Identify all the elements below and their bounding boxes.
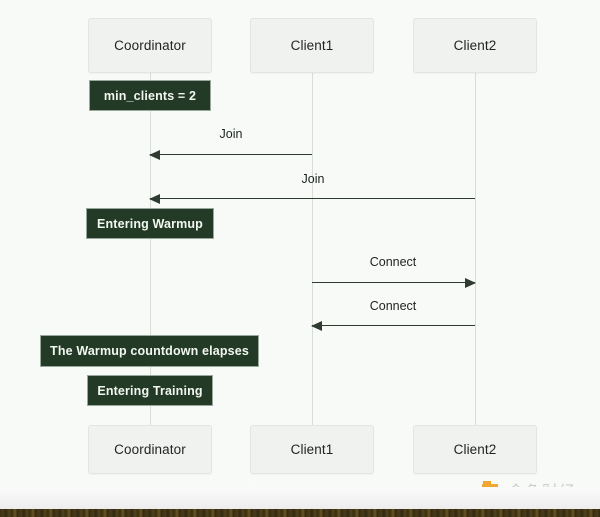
message-text: Join (219, 127, 243, 141)
participant-label: Client1 (290, 442, 334, 457)
participant-header-client2[interactable]: Client2 (413, 18, 537, 73)
message-text: Connect (369, 255, 417, 269)
message-arrow-join-client1 (149, 149, 312, 160)
message-label-join-client1: Join (220, 127, 243, 141)
participant-label: Client1 (290, 38, 334, 53)
participant-footer-client2[interactable]: Client2 (413, 425, 537, 474)
participant-label: Client2 (453, 38, 497, 53)
participant-footer-coordinator[interactable]: Coordinator (88, 425, 212, 474)
note-label: Entering Warmup (97, 216, 203, 231)
participant-label: Coordinator (114, 442, 186, 457)
message-line (150, 198, 475, 200)
lifeline-client2 (475, 73, 476, 425)
message-text: Connect (369, 299, 417, 313)
participant-footer-client1[interactable]: Client1 (250, 425, 374, 474)
lifeline-coordinator (150, 73, 151, 425)
note-label: min_clients = 2 (103, 88, 197, 103)
message-label-connect-client2-client1: Connect (370, 299, 417, 313)
note-label: Entering Training (97, 383, 203, 398)
message-label-connect-client1-client2: Connect (370, 255, 417, 269)
arrowhead-left-icon (149, 149, 160, 160)
arrowhead-right-icon (465, 277, 476, 288)
participant-header-coordinator[interactable]: Coordinator (88, 18, 212, 73)
message-line (150, 154, 312, 156)
bottom-edge-strip (0, 509, 600, 517)
message-line (312, 325, 475, 327)
message-arrow-join-client2 (149, 193, 475, 204)
note-min-clients: min_clients = 2 (89, 80, 211, 111)
participant-label: Client2 (453, 442, 497, 457)
lifeline-client1 (312, 73, 313, 425)
sequence-diagram-canvas: Coordinator Client1 Client2 min_clients … (40, 18, 576, 501)
arrowhead-left-icon (311, 320, 322, 331)
note-warmup-countdown-elapses: The Warmup countdown elapses (40, 335, 259, 367)
participant-label: Coordinator (114, 38, 186, 53)
note-entering-warmup: Entering Warmup (86, 208, 214, 239)
note-entering-training: Entering Training (87, 375, 213, 406)
message-line (312, 282, 475, 284)
page-bottom-area (0, 487, 600, 509)
participant-header-client1[interactable]: Client1 (250, 18, 374, 73)
message-arrow-connect-client1-client2 (312, 277, 476, 288)
note-label: The Warmup countdown elapses (50, 344, 249, 358)
message-text: Join (301, 172, 325, 186)
message-arrow-connect-client2-client1 (311, 320, 475, 331)
message-label-join-client2: Join (302, 172, 325, 186)
arrowhead-left-icon (149, 193, 160, 204)
